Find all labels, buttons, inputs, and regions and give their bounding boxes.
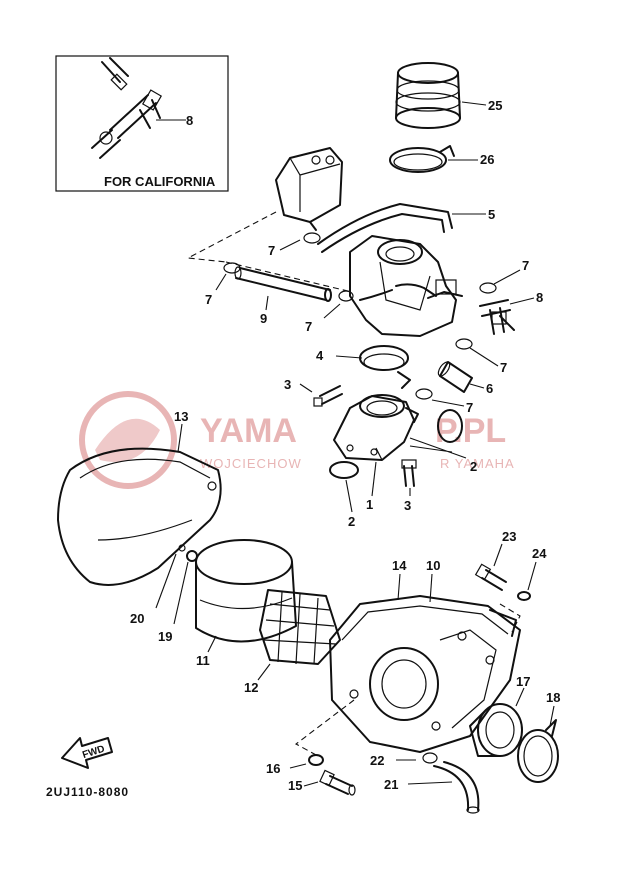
callout-2-right: 2	[470, 459, 477, 474]
watermark-main-right: P.PL	[435, 412, 506, 450]
carburetor-body	[349, 235, 463, 337]
callout-18: 18	[546, 690, 560, 705]
watermark-sub-right: R YAMAHA	[440, 456, 515, 471]
callout-14: 14	[392, 558, 407, 573]
callout-17: 17	[516, 674, 530, 689]
part-8-tee: 8	[479, 290, 543, 335]
watermark-logo-mark	[95, 418, 160, 462]
dashed-guide-16	[294, 699, 355, 757]
part-9-hose: 9	[234, 266, 332, 326]
parts-15-16: 16 15	[266, 754, 356, 796]
inset-clip-top	[110, 73, 128, 91]
callout-3-top: 3	[284, 377, 291, 392]
canister-block	[275, 147, 343, 231]
inset-caption: FOR CALIFORNIA	[104, 174, 216, 189]
callout-7b: 7	[205, 292, 212, 307]
part-17-joint: 17	[469, 674, 530, 757]
clip-center: 7	[305, 290, 354, 334]
callout-7f: 7	[466, 400, 473, 415]
dashed-guide-left	[186, 211, 277, 263]
callout-21: 21	[384, 777, 398, 792]
part-25-rubber-joint: 25	[395, 62, 502, 129]
part-3-bolt-bottom: 3	[401, 459, 417, 513]
callout-20: 20	[130, 611, 144, 626]
part-26-clamp: 26	[389, 145, 494, 173]
part-10-case: 14 10	[329, 558, 521, 753]
clip-right-mid: 7	[455, 338, 507, 375]
callout-7e: 7	[500, 360, 507, 375]
callout-16: 16	[266, 761, 280, 776]
callout-7d: 7	[522, 258, 529, 273]
fwd-arrow-icon: FWD	[61, 737, 113, 769]
clip-left: 7	[205, 262, 241, 307]
part-5-hose: 5	[317, 203, 495, 253]
callout-1: 1	[366, 497, 373, 512]
parts-21-22: 22 21	[370, 752, 480, 814]
part-6-short-hose: 6	[437, 361, 493, 396]
dashed-guide-9	[225, 261, 353, 293]
callout-22: 22	[370, 753, 384, 768]
callout-11: 11	[196, 653, 210, 668]
callout-7a: 7	[268, 243, 275, 258]
part-18-clamp: 18	[517, 690, 560, 783]
diagram-code: 2UJ110-8080	[46, 785, 129, 799]
part-13-cover: 13	[57, 409, 222, 586]
california-inset: 8 FOR CALIFORNIA	[55, 55, 229, 192]
inset-clip-bottom	[99, 131, 113, 145]
callout-8: 8	[536, 290, 543, 305]
callout-25: 25	[488, 98, 502, 113]
part-2-gaskets: 2 2	[329, 409, 477, 529]
part-11-filter: 11	[195, 539, 297, 668]
inset-tee-cap	[141, 89, 163, 111]
callout-4: 4	[316, 348, 324, 363]
callout-5: 5	[488, 207, 495, 222]
callout-7c: 7	[305, 319, 312, 334]
callout-24: 24	[532, 546, 547, 561]
callout-3-bottom: 3	[404, 498, 411, 513]
part-3-bolt-top: 3	[284, 377, 343, 407]
clip-lower-right: 7	[415, 388, 473, 415]
callout-8-inset: 8	[186, 113, 193, 128]
part-4-clamp: 4	[316, 345, 411, 389]
watermark-logo-icon	[79, 391, 177, 489]
clip-upper-left: 7	[268, 232, 321, 258]
part-1-manifold: 1	[333, 394, 419, 512]
watermark: YAMA P.PL WOJCIECHOW R YAMAHA	[79, 391, 515, 489]
clip-right-top: 7	[479, 258, 529, 294]
callout-19: 19	[158, 629, 172, 644]
inset-tee-joint	[109, 94, 161, 139]
inset-frame	[55, 55, 229, 192]
watermark-sub-left: WOJCIECHOW	[200, 456, 302, 471]
callout-15: 15	[288, 778, 302, 793]
callout-12: 12	[244, 680, 258, 695]
inset-hose-top	[101, 57, 129, 83]
parts-23-24: 23 24	[474, 529, 547, 601]
watermark-main-left: YAMA	[200, 412, 297, 450]
callout-6: 6	[486, 381, 493, 396]
callout-10: 10	[426, 558, 440, 573]
callout-2-bottom: 2	[348, 514, 355, 529]
callout-13: 13	[174, 409, 188, 424]
parts-19-20: 20 19	[130, 550, 198, 644]
callout-26: 26	[480, 152, 494, 167]
callout-9: 9	[260, 311, 267, 326]
part-12-frame: 12	[244, 589, 341, 695]
dashed-guide-24	[499, 603, 521, 633]
callout-23: 23	[502, 529, 516, 544]
